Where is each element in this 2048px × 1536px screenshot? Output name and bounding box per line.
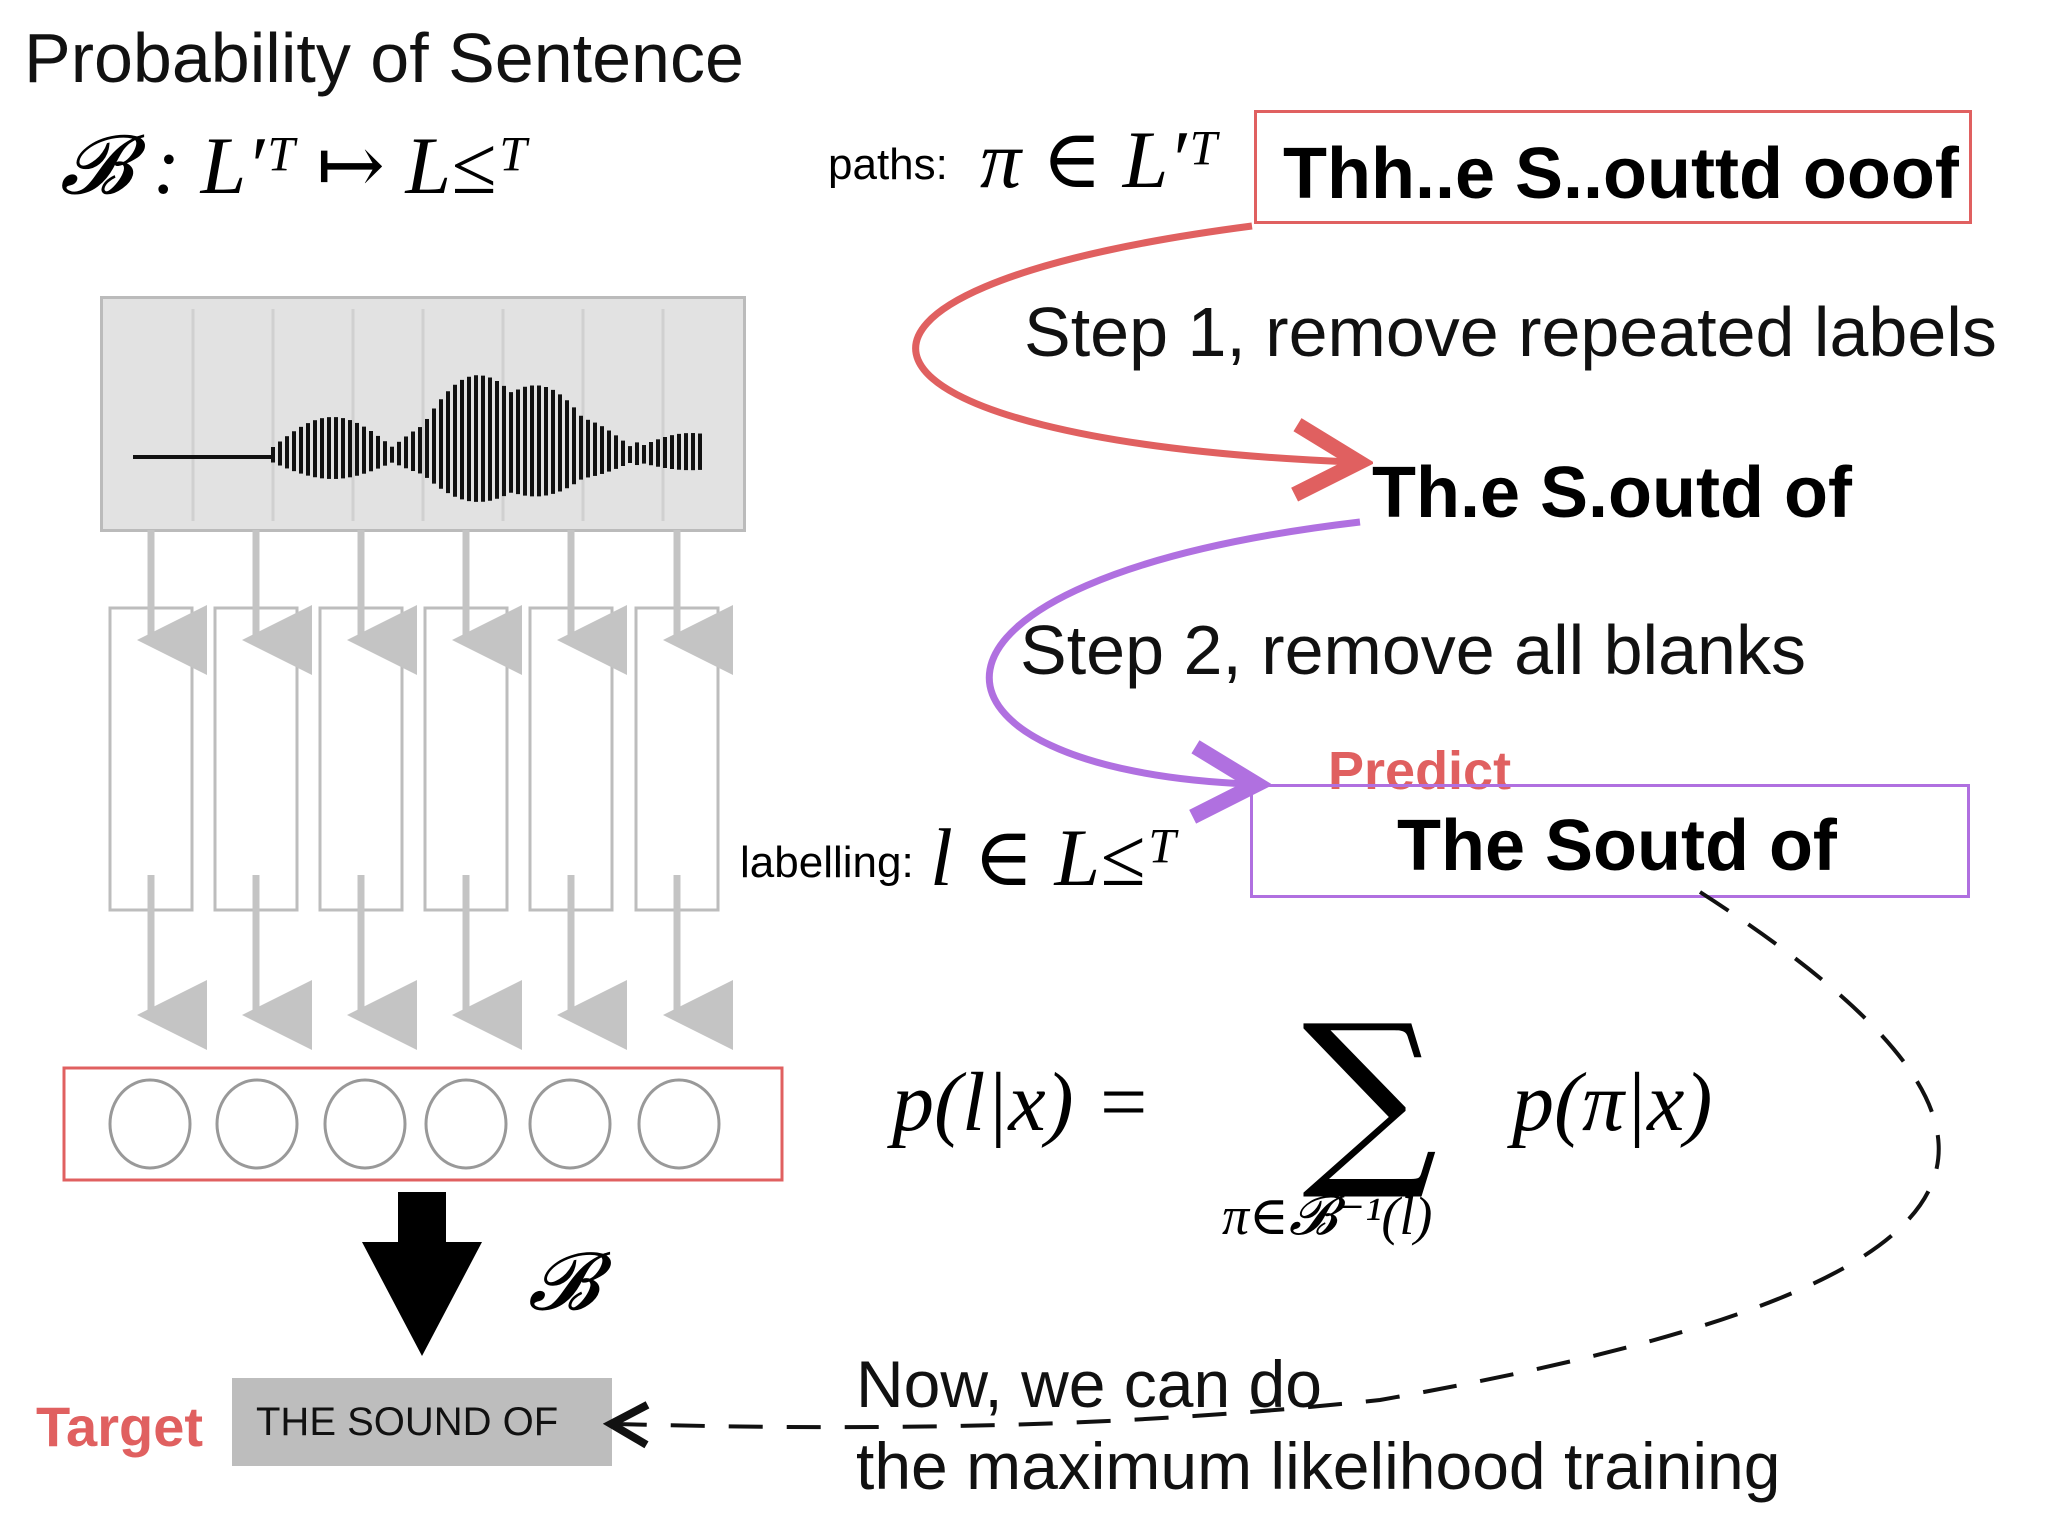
formula-lhs: p(l|x) =: [892, 1056, 1152, 1149]
collapsed-text: Th.e S.outd of: [1372, 453, 1852, 533]
note-line2: the maximum likelihood training: [856, 1429, 1781, 1503]
labelling-math: l ∈ L≤ᵀ: [930, 812, 1177, 903]
spectrogram-icon: [100, 296, 746, 532]
target-box: THE SOUND OF: [232, 1378, 612, 1466]
down-arrow-icon: [362, 1192, 482, 1356]
output-layer-box: [62, 1066, 784, 1182]
spectrogram-waveform: [133, 309, 702, 521]
target-text: THE SOUND OF: [256, 1400, 559, 1444]
step1-arrow: [912, 222, 1352, 462]
mapping-formula: 𝓑 : L′ᵀ ↦ L≤ᵀ: [60, 120, 528, 211]
formula-rhs: p(π|x): [1512, 1056, 1713, 1149]
output-nodes: [108, 1078, 721, 1170]
formula-sum: ∑: [1302, 984, 1438, 1205]
paths-label: paths:: [828, 140, 948, 189]
prediction-box: The Soutd of: [1250, 784, 1970, 898]
prediction-text: The Soutd of: [1397, 806, 1837, 886]
page-title: Probability of Sentence: [24, 19, 744, 97]
paths-math: π ∈ L′ᵀ: [980, 114, 1218, 205]
formula-subscript: π∈𝓑⁻¹(l): [1222, 1186, 1433, 1246]
training-dashed-arrow: [615, 890, 1941, 1427]
network-columns: [108, 606, 720, 912]
predict-label: Predict: [1328, 741, 1512, 801]
step2-arrow: [985, 518, 1361, 784]
b-symbol: 𝓑: [528, 1239, 599, 1327]
path-example-text: Thh..e S..outtd ooof: [1283, 134, 1959, 214]
path-example-box: Thh..e S..outtd ooof: [1254, 110, 1972, 224]
labelling-label: labelling:: [740, 838, 914, 887]
note-line1: Now, we can do: [856, 1347, 1322, 1421]
step2-text: Step 2, remove all blanks: [1020, 611, 1806, 689]
step1-text: Step 1, remove repeated labels: [1024, 293, 1997, 371]
target-label: Target: [36, 1395, 203, 1458]
gray-flow-arrows: [137, 530, 733, 1050]
